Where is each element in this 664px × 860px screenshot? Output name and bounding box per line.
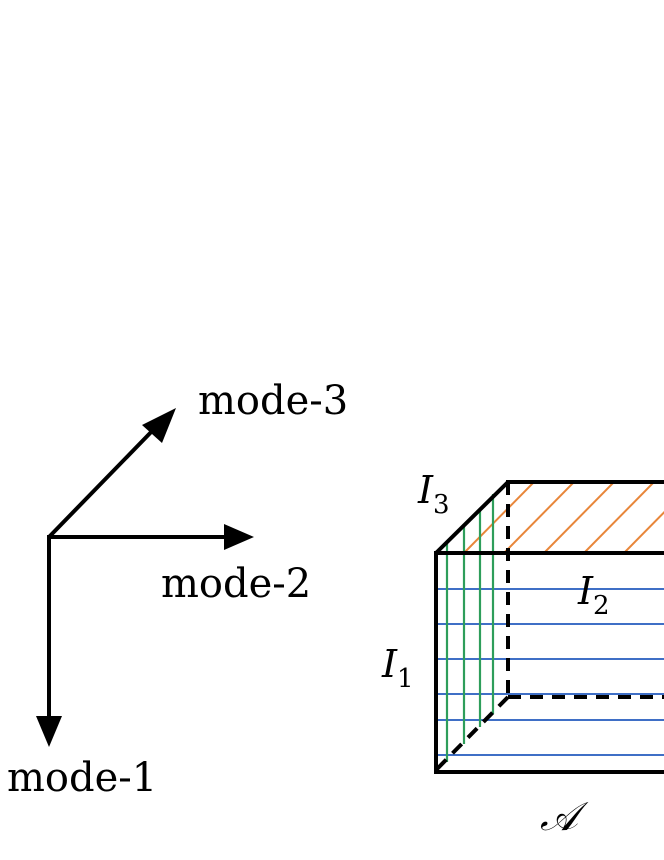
- mode-3-fiber: [583, 482, 657, 553]
- mode-3-fiber: [623, 482, 664, 553]
- mode-3-fiber: [503, 482, 577, 553]
- dim-3-label: I3: [417, 468, 450, 520]
- mode-2-label: mode-2: [161, 561, 311, 607]
- mode-2-fibers: [436, 588, 664, 756]
- left-top-diagonal-edge: [434, 480, 510, 555]
- dimension-labels: I3 I2 I1 𝒜: [381, 468, 610, 840]
- mode-1-label: mode-1: [7, 755, 157, 801]
- mode-1-arrowhead: [36, 716, 62, 747]
- tensor-name-label: 𝒜: [540, 794, 589, 840]
- top-face-hatch: [463, 482, 664, 553]
- mode-3-label: mode-3: [198, 378, 348, 424]
- mode-3-fiber: [543, 482, 617, 553]
- tensor-box: [434, 480, 664, 774]
- mode-1-fibers: [445, 494, 495, 762]
- dim-2-label: I2: [577, 569, 610, 621]
- mode-3-arrow-shaft: [47, 424, 159, 539]
- hidden-edge-diagonal: [434, 695, 510, 772]
- mode-axes: mode-3 mode-2 mode-1: [7, 378, 348, 801]
- mode-2-arrowhead: [224, 524, 254, 550]
- mode-3-fiber: [463, 482, 537, 553]
- dim-1-label: I1: [381, 642, 414, 694]
- mode-3-arrowhead: [142, 408, 176, 443]
